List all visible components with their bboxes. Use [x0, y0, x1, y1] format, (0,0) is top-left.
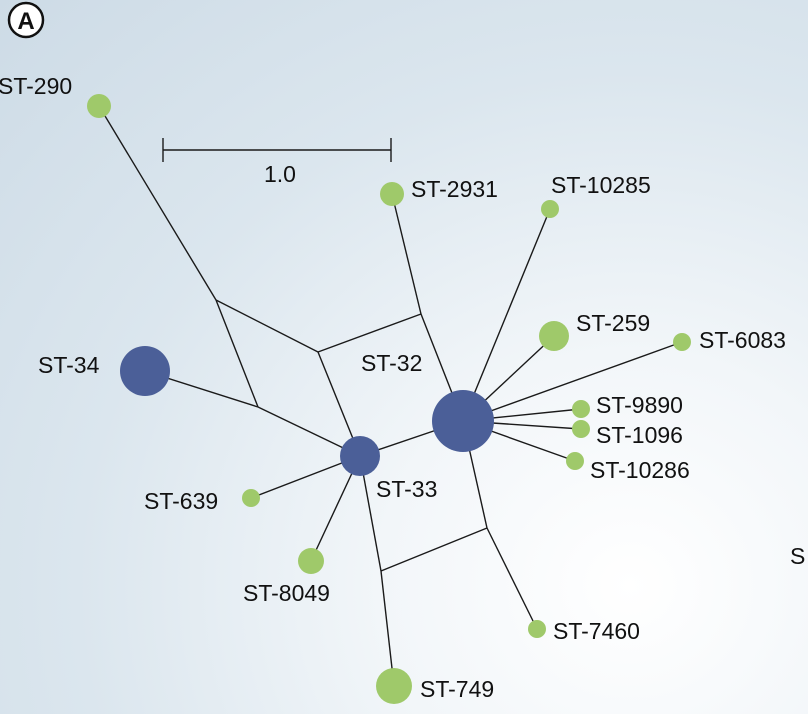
node-st-2931: [380, 182, 404, 206]
node-st-10286: [566, 452, 584, 470]
scale-bar-label: 1.0: [264, 161, 296, 187]
label-st-290: ST-290: [0, 73, 72, 99]
node-st-8049: [298, 548, 324, 574]
edges: [98, 105, 683, 687]
scale-bar: 1.0: [162, 138, 392, 187]
nodes: [87, 94, 691, 704]
node-st-33: [340, 436, 380, 476]
node-st-1096: [572, 420, 590, 438]
label-st-749: ST-749: [420, 676, 494, 702]
panel-label: A: [7, 1, 45, 39]
svg-text:A: A: [17, 8, 34, 35]
node-st-34: [120, 346, 170, 396]
label-st-2931: ST-2931: [411, 176, 498, 202]
label-st-9890: ST-9890: [596, 392, 683, 418]
label-st-10286: ST-10286: [590, 457, 690, 483]
node-st-6083: [673, 333, 691, 351]
label-st-6083: ST-6083: [699, 327, 786, 353]
label-st-33: ST-33: [376, 476, 437, 502]
label-st-1096: ST-1096: [596, 422, 683, 448]
node-st-10285: [541, 200, 559, 218]
label-st-7460: ST-7460: [553, 618, 640, 644]
label-st-639: ST-639: [144, 488, 218, 514]
node-labels: ST-290 ST-2931 ST-10285 ST-259 ST-6083 S…: [0, 73, 805, 702]
label-st-10285: ST-10285: [551, 172, 651, 198]
label-cut-off: S: [790, 543, 805, 569]
node-st-290: [87, 94, 111, 118]
node-st-259: [539, 321, 569, 351]
label-st-34: ST-34: [38, 352, 100, 378]
node-st-7460: [528, 620, 546, 638]
label-st-8049: ST-8049: [243, 580, 330, 606]
node-st-32: [432, 390, 494, 452]
label-st-32: ST-32: [361, 350, 422, 376]
node-st-749: [376, 668, 412, 704]
node-st-639: [242, 489, 260, 507]
node-st-9890: [572, 400, 590, 418]
label-st-259: ST-259: [576, 310, 650, 336]
